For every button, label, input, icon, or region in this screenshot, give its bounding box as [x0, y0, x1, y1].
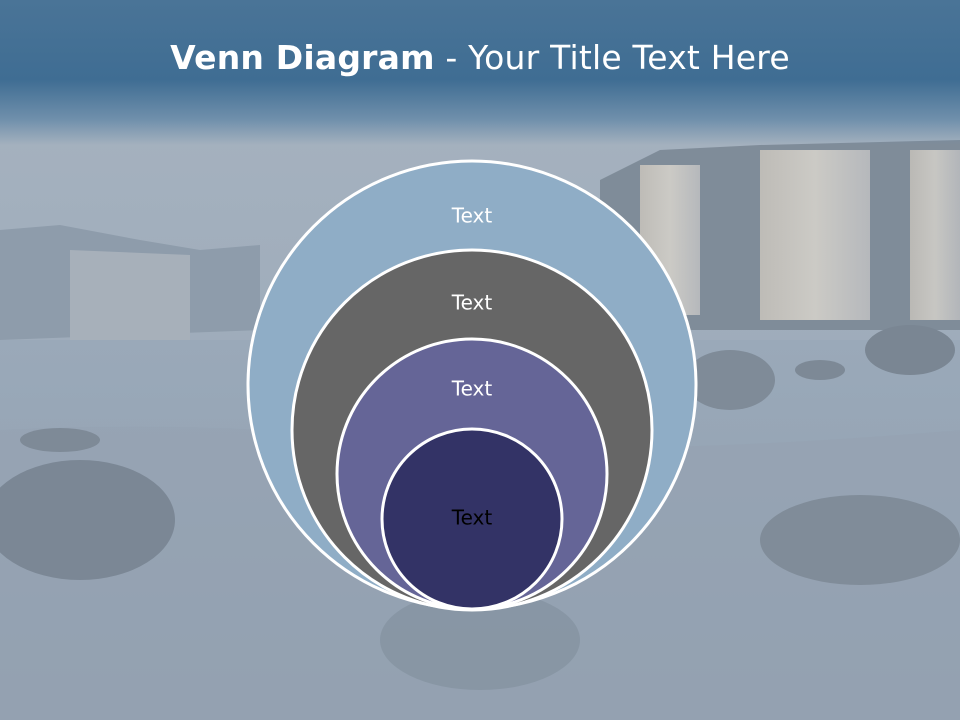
- slide-title: Venn Diagram - Your Title Text Here: [0, 38, 960, 77]
- circle-label-1: Text: [451, 204, 493, 228]
- circle-label-3: Text: [451, 377, 493, 401]
- title-bar: [0, 0, 960, 145]
- circle-level-4: [380, 427, 564, 611]
- title-rest: - Your Title Text Here: [434, 38, 790, 77]
- title-bold: Venn Diagram: [170, 38, 435, 77]
- circle-label-2: Text: [451, 291, 493, 315]
- circle-label-4: Text: [451, 506, 493, 530]
